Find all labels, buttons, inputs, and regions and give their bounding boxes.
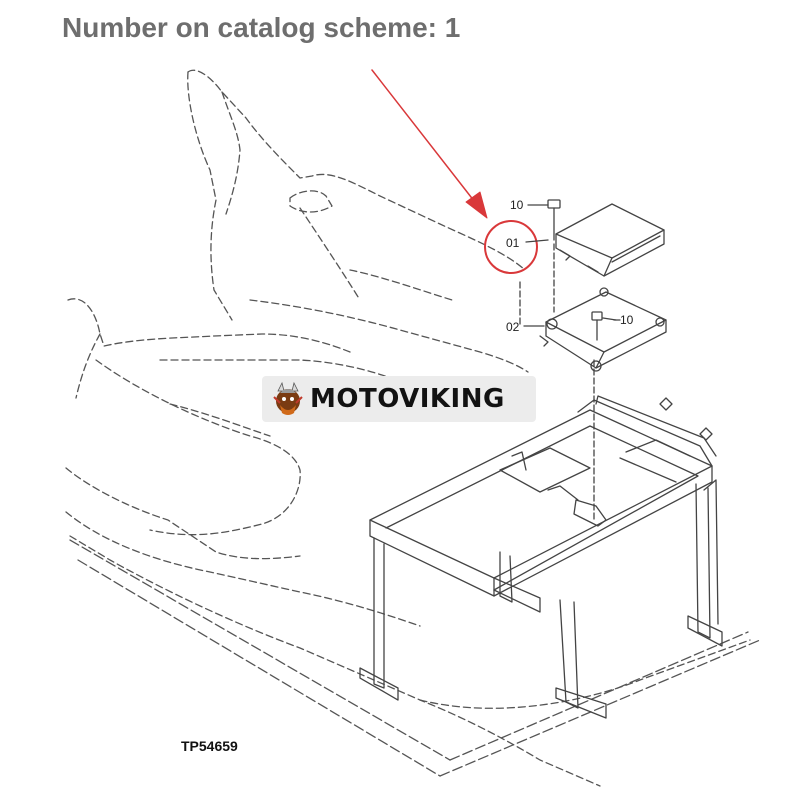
callout-bolt-top: 10	[510, 198, 524, 212]
frame-legs	[359, 479, 723, 719]
machine-body-outline	[65, 69, 751, 787]
bracket-part-02	[523, 287, 667, 372]
drawing-reference-code: TP54659	[181, 738, 238, 754]
callout-part-01: 01	[506, 236, 520, 250]
bolt-top	[525, 199, 561, 243]
viking-mascot-icon	[273, 381, 303, 415]
catalog-scheme-number: Number on catalog scheme: 1	[62, 12, 461, 43]
floor-plate	[69, 539, 761, 777]
highlight-arrow	[371, 69, 488, 219]
highlight-circle	[484, 220, 538, 274]
alignment-line	[519, 243, 595, 521]
bolt-right	[591, 311, 617, 341]
ecu-unit-part-01	[555, 203, 665, 277]
callout-part-02: 02	[506, 320, 520, 334]
mounting-frame	[369, 395, 717, 597]
callout-bolt-right: 10	[620, 313, 634, 327]
watermark-brand-text: MOTOVIKING	[310, 384, 505, 414]
watermark-logo: MOTOVIKING	[262, 376, 536, 422]
